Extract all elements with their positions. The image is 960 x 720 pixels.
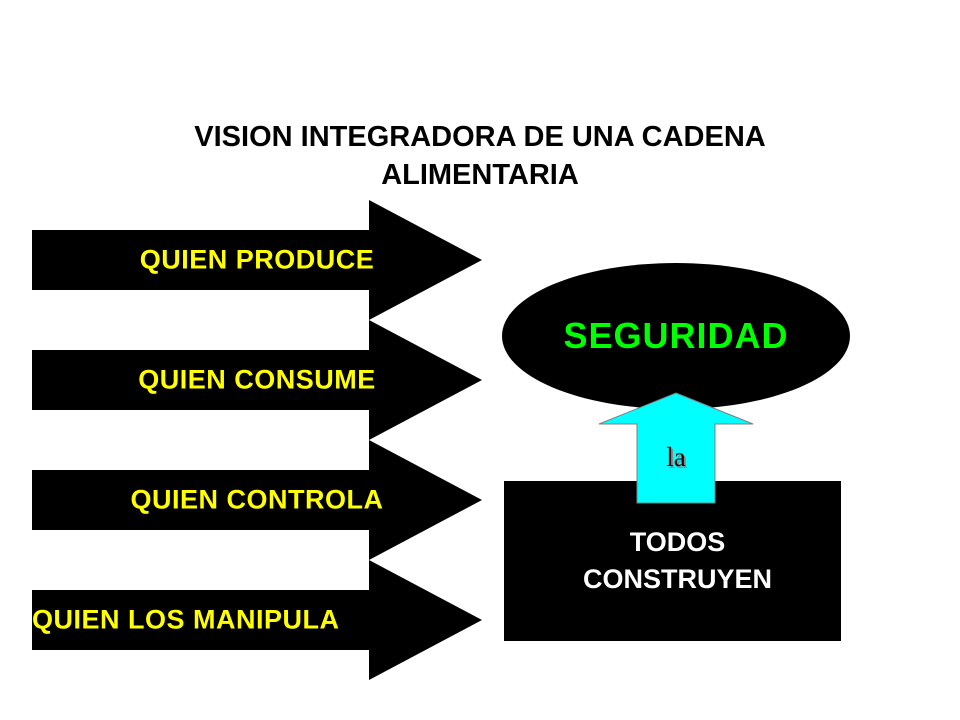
actor-label: TODOS CONSTRUYEN [504, 524, 841, 598]
arrow-label: QUIEN PRODUCE [139, 244, 375, 275]
title-line-1: VISION INTEGRADORA DE UNA CADENA [194, 121, 766, 153]
arrow-shape [32, 440, 482, 560]
arrow-shape [32, 320, 482, 440]
diagram-title: VISION INTEGRADORA DE UNA CADENA ALIMENT… [80, 118, 880, 194]
title-line-2: ALIMENTARIA [381, 159, 579, 191]
connector-label: la [666, 442, 686, 472]
arrow-label: QUIEN CONSUME [138, 364, 376, 395]
arrow-label: QUIEN LOS MANIPULA [32, 604, 340, 635]
up-arrow-connector: la [598, 392, 754, 504]
arrow-quien-consume: QUIEN CONSUME [32, 320, 482, 440]
actor-line-1: TODOS [629, 527, 726, 557]
arrow-shape [32, 560, 482, 680]
arrow-label: QUIEN CONTROLA [130, 484, 384, 515]
arrow-quien-los-manipula: QUIEN LOS MANIPULA [32, 560, 482, 680]
actor-box: TODOS CONSTRUYEN [504, 481, 841, 641]
up-arrow-icon [598, 392, 754, 504]
actor-line-2: CONSTRUYEN [582, 564, 772, 594]
goal-ellipse: SEGURIDAD [502, 263, 850, 409]
arrow-quien-produce: QUIEN PRODUCE [32, 200, 482, 320]
arrow-quien-controla: QUIEN CONTROLA [32, 440, 482, 560]
goal-label: SEGURIDAD [563, 315, 789, 356]
arrow-shape [32, 200, 482, 320]
